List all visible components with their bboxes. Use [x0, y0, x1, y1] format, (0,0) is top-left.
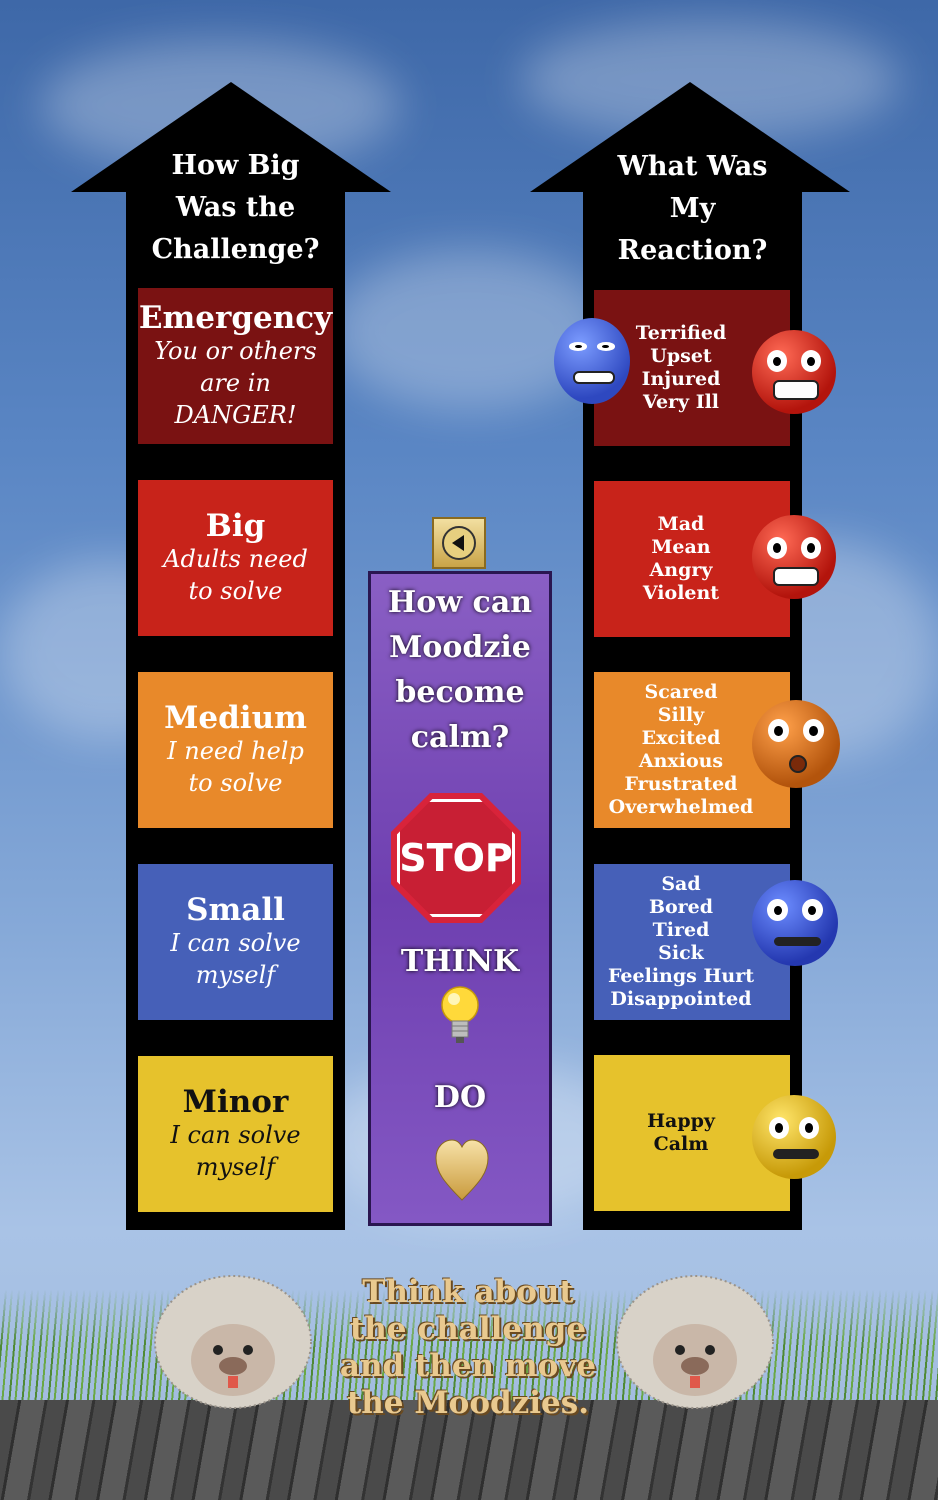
- orange-silly-face-icon[interactable]: [752, 700, 840, 788]
- right-column-title: What Was My Reaction?: [617, 151, 768, 266]
- heart-icon: [435, 1139, 489, 1201]
- yellow-calm-face-icon[interactable]: [752, 1095, 836, 1179]
- blue-sad-face-icon[interactable]: [752, 880, 838, 966]
- right-arrowhead: [530, 82, 850, 192]
- blue-crying-face-icon[interactable]: [554, 318, 630, 404]
- instruction-caption: Think about the challenge and then move …: [339, 1274, 597, 1421]
- reaction-label: Scared: [644, 681, 718, 703]
- challenge-card-head: Big: [205, 508, 266, 544]
- back-button[interactable]: [432, 517, 486, 569]
- reaction-label: Anxious: [638, 750, 724, 772]
- calm-panel-title: How can Moodzie become calm?: [387, 585, 533, 755]
- reaction-label: Angry: [649, 559, 713, 581]
- challenge-card-sub: I can solve: [170, 929, 301, 957]
- challenge-card-head: Emergency: [138, 300, 333, 336]
- reaction-label: Sad: [661, 873, 701, 895]
- reaction-label: Disappointed: [610, 988, 752, 1010]
- think-label: THINK: [400, 944, 520, 979]
- reaction-label: Violent: [642, 582, 720, 604]
- reaction-label: Upset: [650, 345, 712, 367]
- reaction-label: Silly: [657, 704, 705, 726]
- challenge-card-sub: to solve: [188, 577, 283, 605]
- red-angry-face-icon[interactable]: [752, 330, 836, 414]
- reaction-label: Terrified: [635, 322, 727, 344]
- reaction-label: Feelings Hurt: [607, 965, 755, 987]
- challenge-card-sub: to solve: [188, 769, 283, 797]
- reaction-label: Very Ill: [642, 391, 720, 413]
- reaction-label: Frustrated: [624, 773, 738, 795]
- reaction-label: Mean: [651, 536, 711, 558]
- reaction-label: Tired: [652, 919, 710, 941]
- reaction-label: Injured: [641, 368, 721, 390]
- moodzie-hedgehog-left[interactable]: [148, 1262, 318, 1412]
- challenge-card-sub: are in: [200, 369, 271, 397]
- challenge-card-sub: You or others: [154, 337, 317, 365]
- reaction-label: Bored: [648, 896, 714, 918]
- reaction-label: Happy: [647, 1110, 715, 1132]
- challenge-card-head: Minor: [182, 1084, 289, 1120]
- left-arrowhead: [71, 82, 391, 192]
- reaction-label: Mad: [657, 513, 705, 535]
- challenge-card-sub: myself: [195, 1153, 276, 1181]
- left-column-title: How Big Was the Challenge?: [151, 150, 320, 265]
- back-arrow-icon: [442, 526, 476, 560]
- reaction-label: Sick: [658, 942, 704, 964]
- do-label: DO: [433, 1080, 487, 1115]
- challenge-card-sub: I need help: [167, 737, 304, 765]
- reaction-label: Excited: [641, 727, 721, 749]
- reaction-label: Calm: [653, 1133, 709, 1155]
- challenge-card-sub: myself: [195, 961, 276, 989]
- moodzie-hedgehog-right[interactable]: [610, 1262, 780, 1412]
- challenge-card-head: Small: [186, 892, 285, 928]
- challenge-card-head: Medium: [164, 700, 307, 736]
- stone-path: [0, 1400, 938, 1500]
- challenge-card-sub: I can solve: [170, 1121, 301, 1149]
- red-mad-face-icon[interactable]: [752, 515, 836, 599]
- reaction-label: Overwhelmed: [608, 796, 754, 818]
- challenge-card-sub: DANGER!: [174, 401, 297, 429]
- stop-sign-icon: STOP: [391, 793, 521, 923]
- light-bulb-icon: [441, 986, 479, 1043]
- challenge-card-sub: Adults need: [163, 545, 308, 573]
- stop-sign-label: STOP: [397, 799, 515, 917]
